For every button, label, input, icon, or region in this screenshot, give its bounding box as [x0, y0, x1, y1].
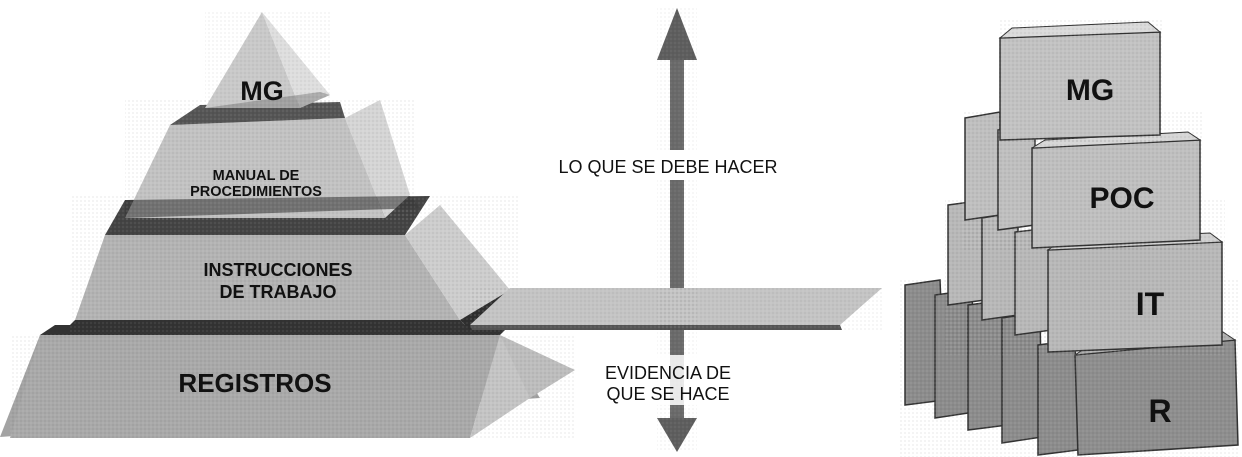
pyramid: REGISTROS INSTRUCCIONES DE TRABAJO MANUA… — [0, 12, 575, 438]
label-lo-que-se-debe-hacer: LO QUE SE DEBE HACER — [558, 157, 777, 177]
binder-row-poc: POC — [962, 110, 1202, 250]
pyramid-label-manual-2: PROCEDIMIENTOS — [190, 184, 322, 200]
binder-stack: R IT POC MG — [900, 20, 1240, 457]
pyramid-label-registros: REGISTROS — [178, 368, 331, 398]
pyramid-level-manual: MANUAL DE PROCEDIMIENTOS — [125, 100, 420, 220]
binder-row-mg: MG — [998, 20, 1162, 142]
binder-label-r: R — [1148, 393, 1171, 429]
pyramid-level-registros: REGISTROS — [0, 325, 575, 438]
pyramid-label-mg: MG — [240, 76, 284, 106]
pyramid-level-mg: MG — [205, 12, 330, 110]
binder-label-it: IT — [1136, 286, 1165, 322]
label-evidencia-1: EVIDENCIA DE — [605, 363, 731, 383]
binder-label-mg: MG — [1066, 74, 1114, 107]
pyramid-label-manual-1: MANUAL DE — [213, 168, 300, 184]
pyramid-label-instrucciones-2: DE TRABAJO — [219, 282, 336, 302]
label-evidencia-2: QUE SE HACE — [606, 384, 729, 404]
pyramid-label-instrucciones-1: INSTRUCCIONES — [203, 260, 352, 280]
binder-label-poc: POC — [1089, 182, 1154, 215]
